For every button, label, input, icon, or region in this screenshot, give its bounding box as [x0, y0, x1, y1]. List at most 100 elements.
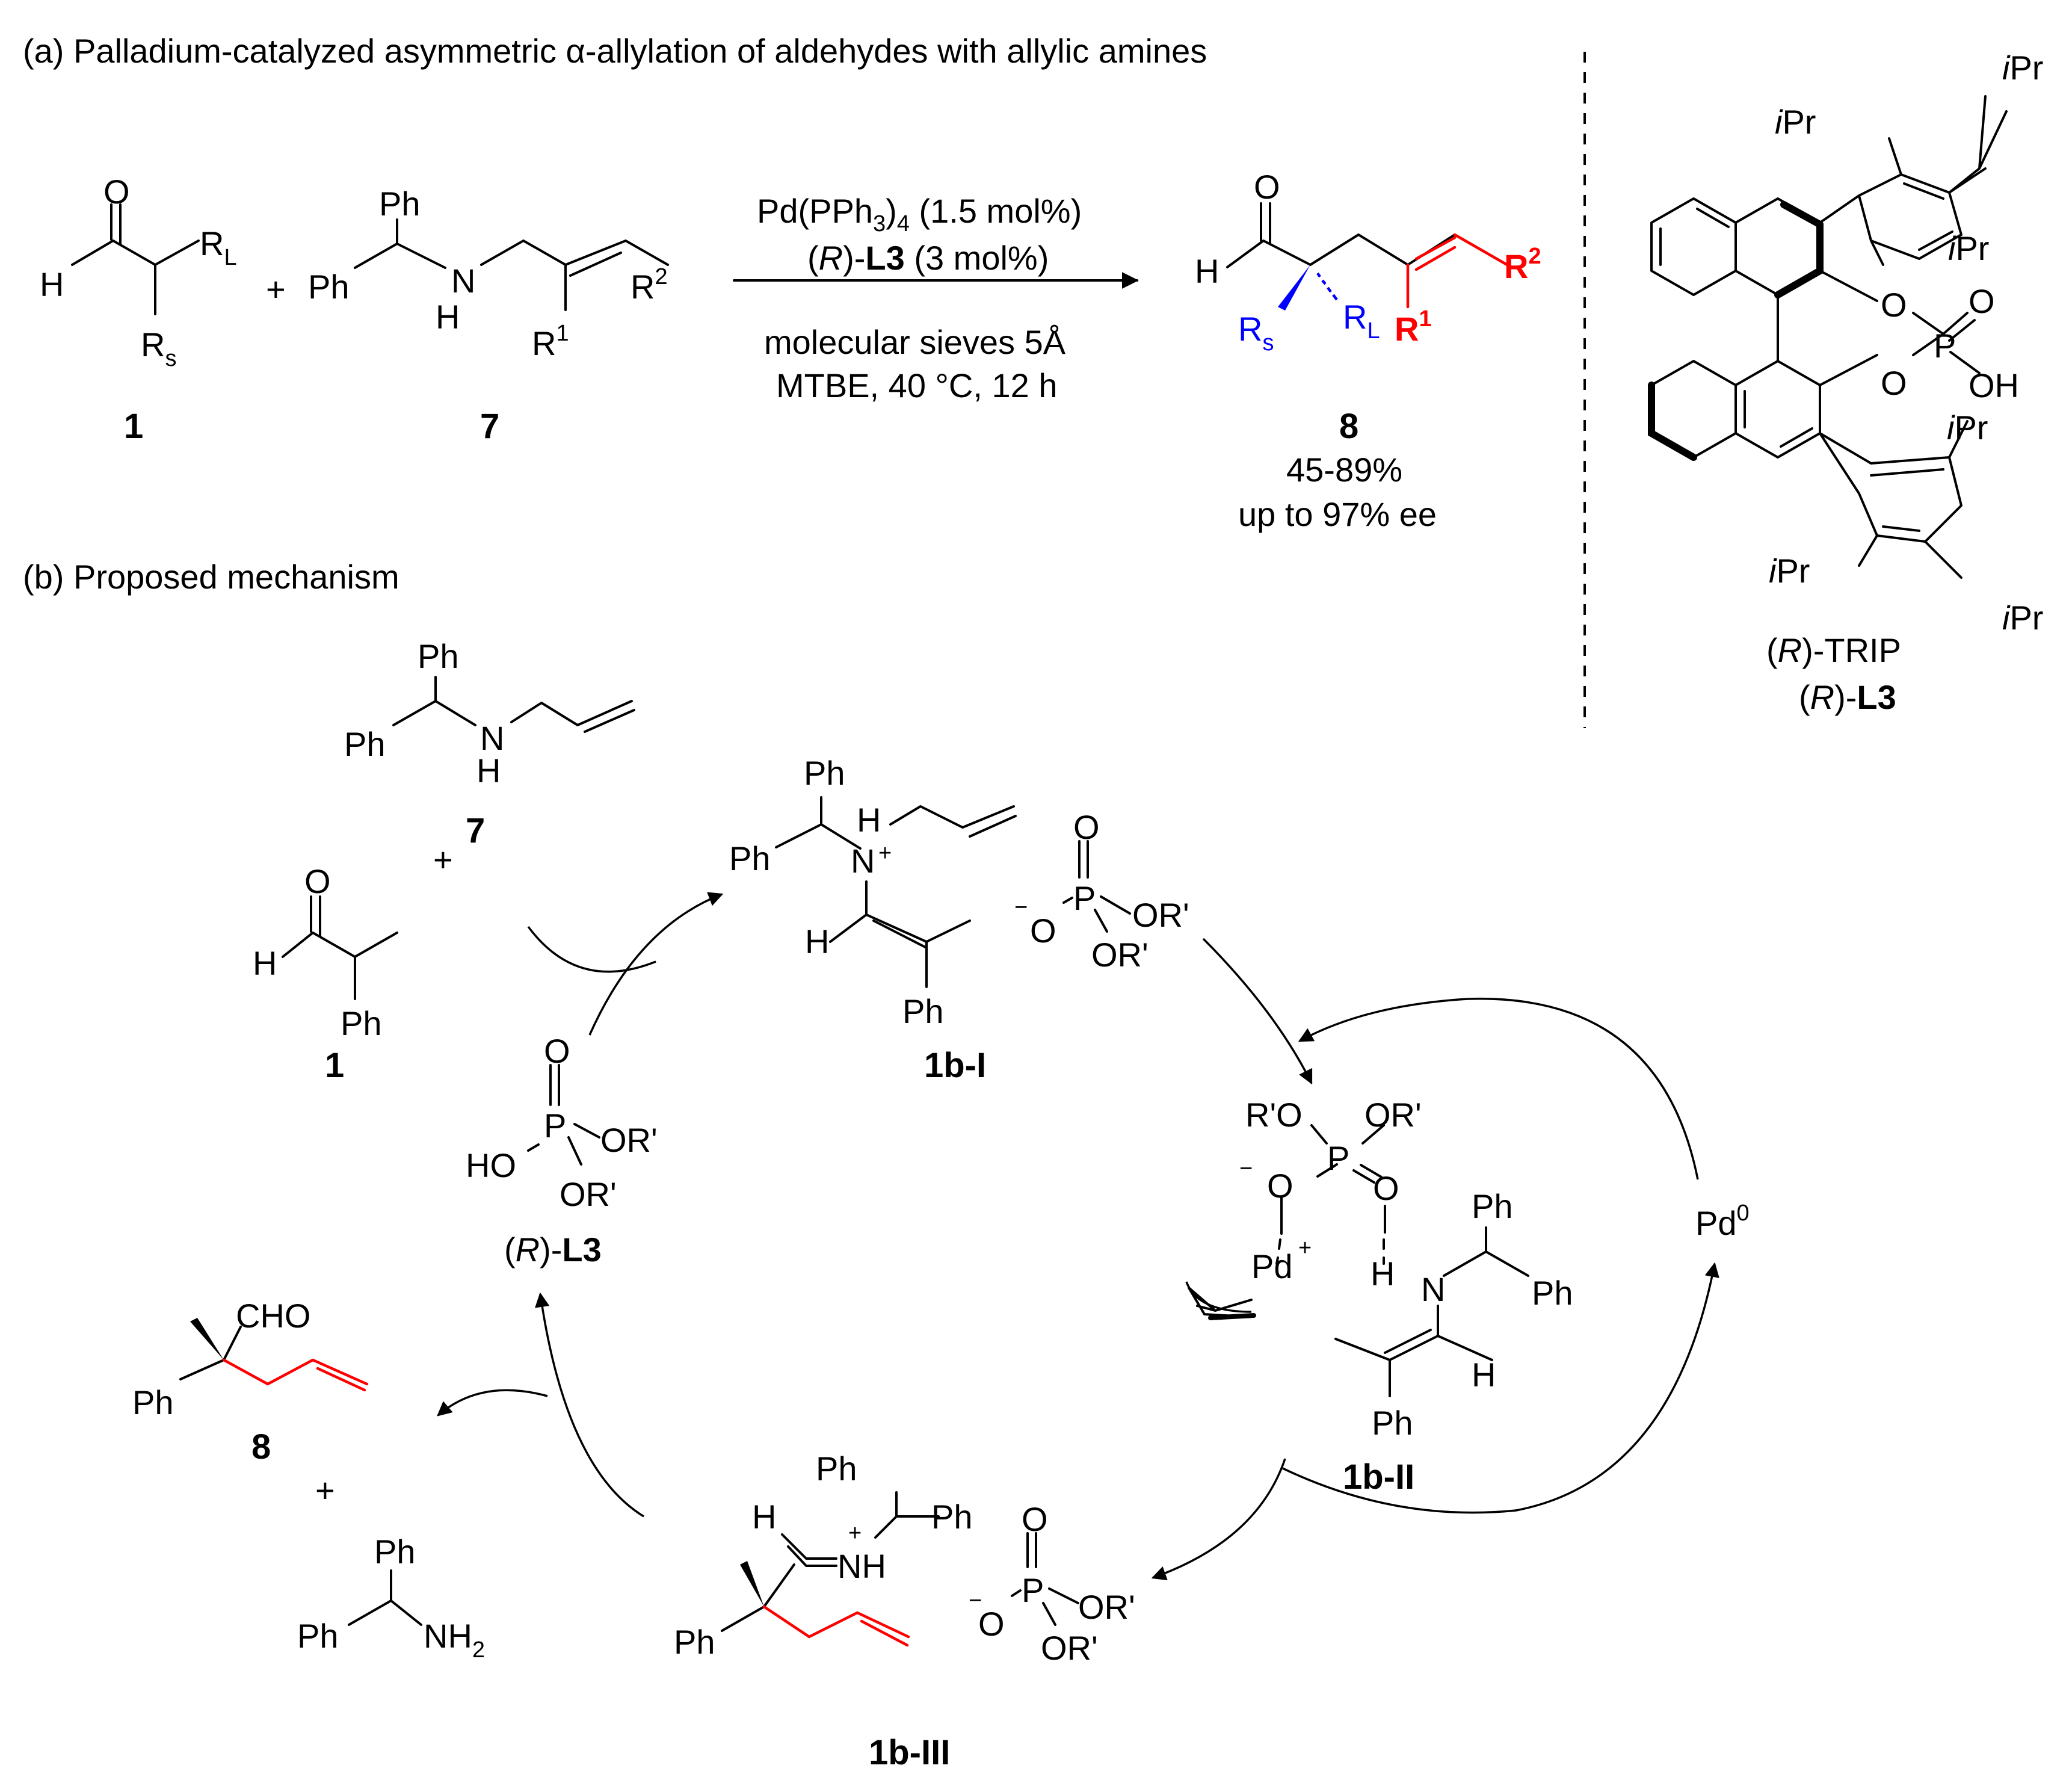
- substrate-1-rs: Rs: [141, 326, 176, 371]
- trip-ipr-4: iPr: [1947, 409, 1988, 447]
- iminium-h: H: [752, 1498, 776, 1536]
- iminium-ph1: Ph: [816, 1450, 857, 1488]
- int-1bi-nh: H: [857, 801, 881, 839]
- int-1bi-ph-bottom: Ph: [902, 992, 944, 1030]
- int-1bi-ph-left: Ph: [729, 839, 771, 877]
- trip-ipr-3: iPr: [2002, 49, 2043, 87]
- complex-o-dbl: O: [1373, 1169, 1399, 1207]
- benzhydrylamine-nh2: NH2: [424, 1617, 485, 1663]
- phosphate-top-or1: OR': [1132, 896, 1189, 934]
- trip-ipr-6: iPr: [2002, 599, 2043, 637]
- trip-oh: OH: [1969, 366, 2019, 404]
- cycle-arrow-allylation: [1151, 1458, 1286, 1581]
- acid-l3-p: P: [544, 1107, 566, 1145]
- iminium-ph2: Ph: [931, 1498, 973, 1536]
- panel-a-plus: +: [266, 270, 286, 308]
- iminium-1b-iii: H NH + Ph Ph Ph 1b-III: [674, 1450, 973, 1772]
- acid-l3: O P HO OR' OR' (R)-L3: [466, 1032, 658, 1269]
- complex-pd: Pd: [1251, 1247, 1293, 1285]
- iminium-nh: NH: [837, 1547, 886, 1585]
- substrate-7-r1: R1: [532, 321, 569, 362]
- complex-p: P: [1327, 1139, 1349, 1177]
- benzhydrylamine-ph-left: Ph: [297, 1617, 339, 1655]
- mech-product-8-ph: Ph: [132, 1383, 174, 1421]
- complex-pd-charge: +: [1298, 1235, 1312, 1261]
- cycle-arrow-substrate-entry: [527, 926, 656, 973]
- product-8: O H Rs RL R1 R2 8 45-89% up to 97% ee: [1195, 168, 1541, 533]
- product-8-rs: Rs: [1238, 310, 1274, 356]
- panel-a-title: (a) Palladium-catalyzed asymmetric α-all…: [23, 32, 1207, 70]
- product-8-r1: R1: [1395, 306, 1432, 348]
- trip-ligand: O O P O OH iPr iPr iPr iPr iPr iPr (R)-T…: [1648, 49, 2043, 716]
- condition-solvent: MTBE, 40 °C, 12 h: [776, 366, 1057, 404]
- aldehyde-1-label: 1: [325, 1046, 344, 1085]
- cycle-arrow-ion-pair: [1202, 938, 1313, 1085]
- complex-h: H: [1371, 1255, 1395, 1293]
- condition-catalyst: Pd(PPh3)4 (1.5 mol%): [757, 192, 1082, 236]
- panel-b-title: (b) Proposed mechanism: [23, 558, 399, 596]
- complex-or: OR': [1364, 1096, 1422, 1134]
- product-8-label: 8: [1339, 407, 1358, 446]
- mech-product-8-cho: CHO: [236, 1297, 310, 1335]
- product-8-h: H: [1195, 252, 1219, 290]
- amine-7-label: 7: [466, 811, 485, 850]
- substrate-7-n: N: [451, 262, 475, 300]
- trip-ipr-2: iPr: [1948, 229, 1989, 267]
- substrate-7-ph-top: Ph: [379, 185, 421, 223]
- amine-7-ph-left: Ph: [344, 725, 386, 763]
- panel-b-plus-2: +: [315, 1471, 335, 1509]
- amine-7-ph-top: Ph: [418, 637, 459, 675]
- phosphate-bottom-p: P: [1022, 1571, 1044, 1609]
- substrate-1: O H RL Rs 1: [40, 173, 237, 446]
- benzhydrylamine: Ph Ph NH2: [297, 1533, 485, 1663]
- substrate-7: Ph Ph N H R2 R1 7: [308, 185, 669, 446]
- pd0: Pd0: [1695, 1201, 1750, 1242]
- iminium-label: 1b-III: [869, 1733, 950, 1772]
- condition-ligand: (R)-L3 (3 mol%): [807, 239, 1049, 277]
- int-1bi-label: 1b-I: [924, 1046, 986, 1085]
- condition-sieves: molecular sieves 5Å: [764, 323, 1066, 361]
- substrate-1-rl: RL: [200, 224, 237, 270]
- int-1bi-h: H: [805, 922, 829, 960]
- trip-ipr-1: iPr: [1775, 103, 1816, 141]
- product-8-r2: R2: [1504, 244, 1541, 285]
- complex-ph1: Ph: [1472, 1187, 1513, 1225]
- amine-7: Ph Ph N H 7: [344, 637, 635, 850]
- complex-o-minus: O: [1267, 1167, 1293, 1205]
- panel-b-plus: +: [433, 841, 453, 879]
- substrate-7-label: 7: [480, 407, 499, 446]
- trip-po: O: [1969, 282, 1995, 320]
- cycle-arrow-hydrolysis: [437, 1389, 548, 1417]
- acid-l3-o: O: [544, 1032, 570, 1070]
- acid-l3-or2: OR': [560, 1175, 617, 1213]
- phosphate-top-o: O: [1073, 808, 1100, 846]
- iminium-ph3: Ph: [674, 1623, 715, 1661]
- cycle-arrow-pd-return: [1282, 1262, 1719, 1514]
- mech-product-8: CHO Ph 8: [132, 1297, 369, 1466]
- int-1bi-charge: +: [878, 841, 892, 866]
- mech-product-8-label: 8: [251, 1427, 271, 1466]
- product-8-ee: up to 97% ee: [1238, 495, 1437, 533]
- trip-o2: O: [1881, 364, 1907, 402]
- aldehyde-1-ph: Ph: [341, 1004, 382, 1042]
- complex-n: N: [1421, 1270, 1445, 1308]
- amine-7-n: N: [480, 719, 504, 757]
- trip-p: P: [1934, 327, 1956, 365]
- int-1bi-n: N: [851, 842, 875, 880]
- cycle-arrow-regeneration: [535, 1292, 644, 1518]
- substrate-7-r2: R2: [631, 264, 668, 306]
- substrate-1-label: 1: [124, 407, 143, 446]
- substrate-1-carbonyl-o: O: [103, 173, 130, 211]
- phosphate-top-o-minus: O: [1030, 912, 1056, 950]
- complex-h2: H: [1472, 1356, 1496, 1394]
- aldehyde-1-h: H: [253, 944, 277, 982]
- cycle-arrow-pd-oxidative: [1298, 997, 1699, 1180]
- substrate-7-nh: H: [436, 298, 460, 336]
- aldehyde-1: O H Ph 1: [253, 862, 398, 1085]
- complex-ro: R'O: [1245, 1096, 1303, 1134]
- phosphate-bottom-or2: OR': [1041, 1629, 1098, 1667]
- complex-label: 1b-II: [1343, 1457, 1414, 1497]
- trip-o1: O: [1881, 286, 1907, 324]
- product-8-o: O: [1254, 168, 1280, 206]
- complex-ph2: Ph: [1532, 1274, 1573, 1312]
